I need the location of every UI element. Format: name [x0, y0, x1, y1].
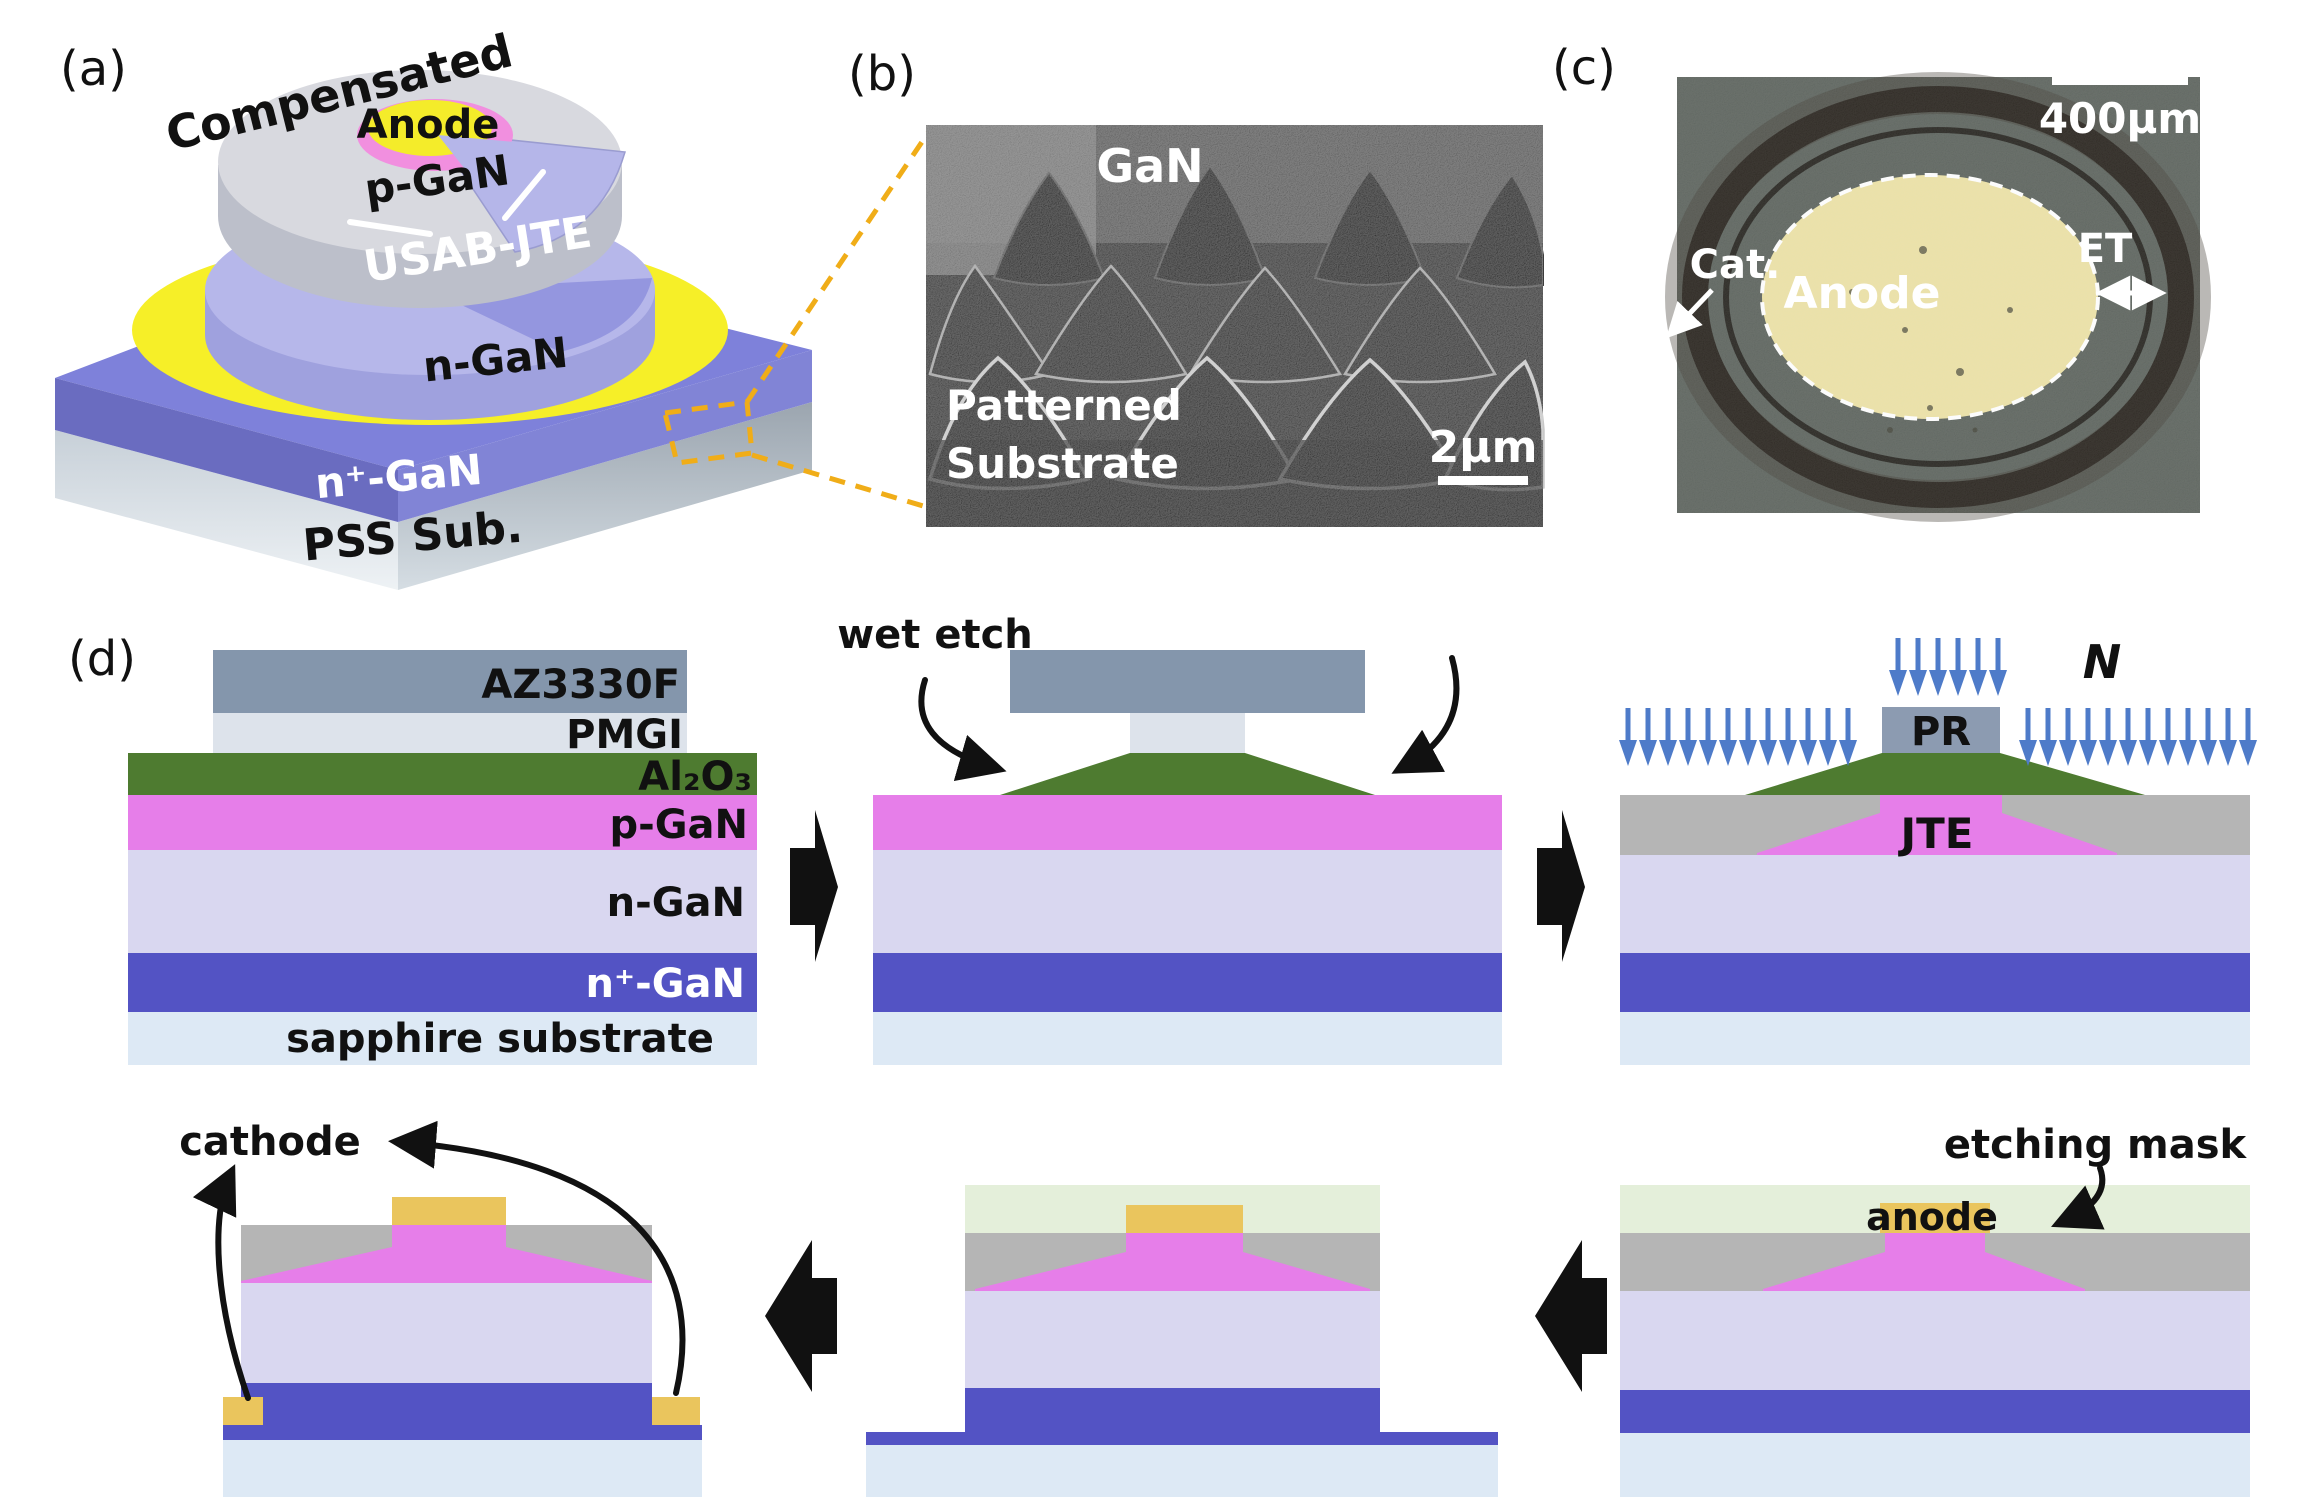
- step2-sapphire: [873, 1012, 1502, 1065]
- callout-tick-right: [502, 169, 546, 221]
- label-patterned: Patterned: [946, 381, 1182, 430]
- label-2um: 2μm: [1429, 422, 1538, 473]
- step6-sapphire: [1620, 1433, 2250, 1497]
- label-jte: JTE: [1898, 809, 1974, 858]
- step5-sapphire: [866, 1445, 1498, 1497]
- implant-arrows-right: [2019, 708, 2257, 766]
- step6-jte-mesa: [1763, 1233, 2085, 1291]
- label-et: ET: [2078, 226, 2133, 272]
- step4-cathode-left: [223, 1397, 263, 1425]
- step3-jte-region: [1757, 795, 2117, 855]
- step1-stack: AZ3330F PMGI Al₂O₃ p-GaN n-GaN n⁺-GaN sa…: [128, 650, 757, 1065]
- layer-al2o3: [128, 753, 757, 795]
- step2-pgan: [873, 795, 1502, 850]
- flow-arrow-right-1: [790, 810, 838, 962]
- step5-jte-mesa: [975, 1233, 1370, 1291]
- callout-tick-left: [347, 219, 433, 237]
- layer-pgan: [128, 795, 757, 850]
- step6-ngan: [1620, 1291, 2250, 1390]
- panel-d-tag: (d): [68, 631, 136, 687]
- step6-anode-mask: etching mask anode: [1620, 1122, 2250, 1497]
- step3-sapphire: [1620, 1012, 2250, 1065]
- layer-az3330f: [213, 650, 687, 713]
- step2-al2o3-trapezoid: [1000, 753, 1375, 795]
- layer-ngan: [128, 850, 757, 953]
- pss-substrate-left-face: [55, 430, 398, 590]
- sem-grain: [926, 125, 1543, 527]
- step5-ngan: [965, 1291, 1380, 1388]
- step2-wet-etch: wet etch: [837, 612, 1502, 1065]
- step2-az-cap: [1010, 650, 1365, 713]
- wet-etch-arrow-left: [918, 677, 1007, 782]
- step3-ngan: [1620, 855, 2250, 953]
- pss-substrate-right-face: [398, 402, 812, 590]
- label-anode-photo: Anode: [1784, 268, 1941, 319]
- label-anode-a: Anode: [357, 102, 500, 148]
- layer-pmgi: [213, 713, 687, 753]
- step2-pmgi-pedestal: [1130, 713, 1245, 753]
- panel-c-tag: (c): [1552, 40, 1616, 96]
- label-cathode: cathode: [179, 1119, 361, 1165]
- label-anode-step6: anode: [1866, 1195, 1998, 1239]
- panel-b-sem: (b) GaN Patterned Substrate 2μm: [848, 46, 1545, 527]
- wet-etch-arrow-right: [1391, 655, 1460, 774]
- photo-scale-bar: [2052, 77, 2188, 85]
- label-pmgi: PMGI: [566, 712, 683, 758]
- label-nitrogen: N: [2083, 635, 2122, 689]
- label-substrate: Substrate: [946, 439, 1179, 488]
- panel-c-micrograph: (c) 400μm Cat. Anode ET: [1552, 40, 2211, 522]
- flow-arrow-left-2: [765, 1240, 837, 1392]
- flow-arrow-left-1: [1535, 1240, 1607, 1392]
- step4-anode-pad: [392, 1197, 506, 1225]
- nplus-gan-left-face: [55, 378, 398, 522]
- step3-nplus: [1620, 953, 2250, 1012]
- cat-arrow: [1665, 288, 1714, 339]
- panel-b-tag: (b): [848, 46, 916, 102]
- label-az3330f: AZ3330F: [481, 662, 680, 708]
- nplus-gan-right-face: [398, 350, 812, 522]
- label-etching-mask: etching mask: [1944, 1122, 2248, 1168]
- implant-arrows-center: [1889, 638, 2007, 696]
- step6-anode-pad: [1880, 1203, 1990, 1233]
- implant-arrows-left: [1619, 708, 1857, 766]
- layer-sapphire: [128, 1012, 757, 1065]
- label-ngan-d1: n-GaN: [607, 880, 745, 926]
- step6-nplus: [1620, 1390, 2250, 1433]
- step4-ngan: [241, 1283, 652, 1383]
- step5-mesa-etch: [866, 1185, 1498, 1497]
- label-400um: 400μm: [2039, 94, 2201, 143]
- step5-anode-pad: [1126, 1205, 1243, 1233]
- step2-ngan: [873, 850, 1502, 953]
- label-gan-sem: GaN: [1096, 139, 1203, 193]
- label-nplus-d1: n⁺-GaN: [586, 961, 746, 1007]
- label-al2o3: Al₂O₃: [638, 754, 752, 800]
- panel-a-schematic: (a) Compensated Anode p-GaN USAB-JTE n-G…: [55, 23, 933, 590]
- anode-notch-cut: [438, 135, 525, 173]
- label-sapphire: sapphire substrate: [286, 1016, 714, 1062]
- step4-jte-mesa: [241, 1225, 652, 1283]
- label-pgan-d1: p-GaN: [609, 802, 748, 848]
- etching-mask-arrow: [2051, 1165, 2106, 1230]
- step4-sapphire: [223, 1440, 702, 1497]
- label-cat: Cat.: [1690, 242, 1781, 288]
- panel-a-tag: (a): [60, 41, 127, 97]
- layer-nplus: [128, 953, 757, 1012]
- panel-d-process: (d) AZ3330F PMGI Al₂O₃ p-GaN n-GaN n⁺-Ga…: [68, 612, 2257, 1497]
- step3-implant: PR JTE N: [1619, 635, 2257, 1065]
- step4-nplus: [223, 1383, 702, 1440]
- magnification-callout: [661, 128, 933, 511]
- label-pr: PR: [1911, 709, 1971, 755]
- step2-nplus: [873, 953, 1502, 1012]
- sem-scale-bar: [1438, 476, 1528, 485]
- step5-nplus-mesa: [965, 1388, 1380, 1438]
- step4-cathode: cathode: [179, 1119, 702, 1497]
- step3-pr-block: [1882, 707, 2000, 753]
- step3-al2o3-trapezoid: [1745, 753, 2145, 795]
- cathode-arrow-long: [388, 1120, 686, 1396]
- label-wet-etch: wet etch: [837, 612, 1033, 658]
- flow-arrow-right-2: [1537, 810, 1585, 962]
- cathode-arrow-short: [192, 1164, 251, 1401]
- step4-cathode-right: [652, 1397, 700, 1425]
